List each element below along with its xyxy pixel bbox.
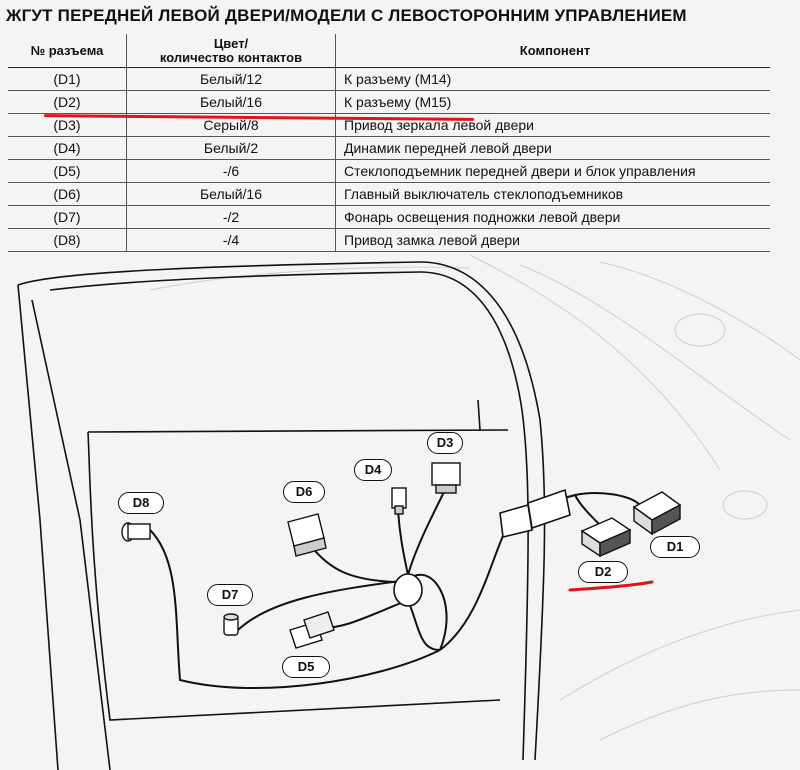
table-row: (D5) -/6 Стеклоподъемник передней двери … bbox=[8, 159, 770, 183]
table-row: (D4) Белый/2 Динамик передней левой двер… bbox=[8, 136, 770, 160]
connector-d5-shape bbox=[289, 611, 335, 649]
table-row: (D1) Белый/12 К разъему (M14) bbox=[8, 67, 770, 91]
cell-color: Белый/2 bbox=[126, 136, 336, 160]
connector-table: № разъема Цвет/ количество контактов Ком… bbox=[8, 34, 770, 252]
cell-connector: (D6) bbox=[8, 182, 127, 206]
door-outline bbox=[17, 261, 546, 770]
cell-component: Динамик передней левой двери bbox=[335, 136, 770, 160]
page-title: ЖГУТ ПЕРЕДНЕЙ ЛЕВОЙ ДВЕРИ/МОДЕЛИ С ЛЕВОС… bbox=[6, 6, 687, 25]
connector-d4-shape bbox=[391, 487, 407, 515]
cell-color: -/2 bbox=[126, 205, 336, 229]
connector-d3-shape bbox=[431, 462, 461, 494]
label-d3: D3 bbox=[427, 432, 463, 454]
connector-d7-shape bbox=[223, 613, 239, 636]
cell-color: -/4 bbox=[126, 228, 336, 252]
red-highlight-d2-label bbox=[568, 580, 654, 592]
label-d6: D6 bbox=[283, 481, 325, 503]
label-d2: D2 bbox=[578, 561, 628, 583]
header-color-line2: количество контактов bbox=[159, 50, 303, 65]
connector-shapes bbox=[121, 462, 682, 649]
label-d1: D1 bbox=[650, 536, 700, 558]
label-d8: D8 bbox=[118, 492, 164, 514]
table-row: (D8) -/4 Привод замка левой двери bbox=[8, 228, 770, 252]
cell-connector: (D2) bbox=[8, 90, 127, 114]
cell-connector: (D7) bbox=[8, 205, 127, 229]
header-color: Цвет/ количество контактов bbox=[126, 34, 336, 68]
header-color-line1: Цвет/ bbox=[213, 36, 249, 51]
cell-component: Стеклоподъемник передней двери и блок уп… bbox=[335, 159, 770, 183]
connector-d6-shape bbox=[287, 513, 327, 557]
cell-connector: (D3) bbox=[8, 113, 127, 137]
cell-color: Белый/16 bbox=[126, 90, 336, 114]
table-row: (D2) Белый/16 К разъему (M15) bbox=[8, 90, 770, 114]
header-connector: № разъема bbox=[8, 34, 127, 68]
cell-connector: (D8) bbox=[8, 228, 127, 252]
connector-d1-shape bbox=[632, 491, 682, 536]
background-car-outline bbox=[149, 254, 800, 741]
label-d7: D7 bbox=[207, 584, 253, 606]
cell-color: Белый/16 bbox=[126, 182, 336, 206]
cell-color: -/6 bbox=[126, 159, 336, 183]
label-d5: D5 bbox=[282, 656, 330, 678]
cell-component: Привод замка левой двери bbox=[335, 228, 770, 252]
table-row: (D7) -/2 Фонарь освещения подножки левой… bbox=[8, 205, 770, 229]
table-header-row: № разъема Цвет/ количество контактов Ком… bbox=[8, 34, 770, 68]
cell-component: Главный выключатель стеклоподъемников bbox=[335, 182, 770, 206]
cell-color: Белый/12 bbox=[126, 67, 336, 91]
connector-d2-shape bbox=[580, 517, 632, 558]
connector-d8-shape bbox=[121, 522, 151, 542]
cell-color: Серый/8 bbox=[126, 113, 336, 137]
cell-component: К разъему (M14) bbox=[335, 67, 770, 91]
header-component: Компонент bbox=[335, 34, 770, 68]
harness-grommets bbox=[393, 488, 571, 607]
cell-connector: (D1) bbox=[8, 67, 127, 91]
cell-component: Фонарь освещения подножки левой двери bbox=[335, 205, 770, 229]
cell-connector: (D4) bbox=[8, 136, 127, 160]
table-row: (D6) Белый/16 Главный выключатель стекло… bbox=[8, 182, 770, 206]
cell-component: К разъему (M15) bbox=[335, 90, 770, 114]
label-d4: D4 bbox=[354, 459, 392, 481]
cell-connector: (D5) bbox=[8, 159, 127, 183]
